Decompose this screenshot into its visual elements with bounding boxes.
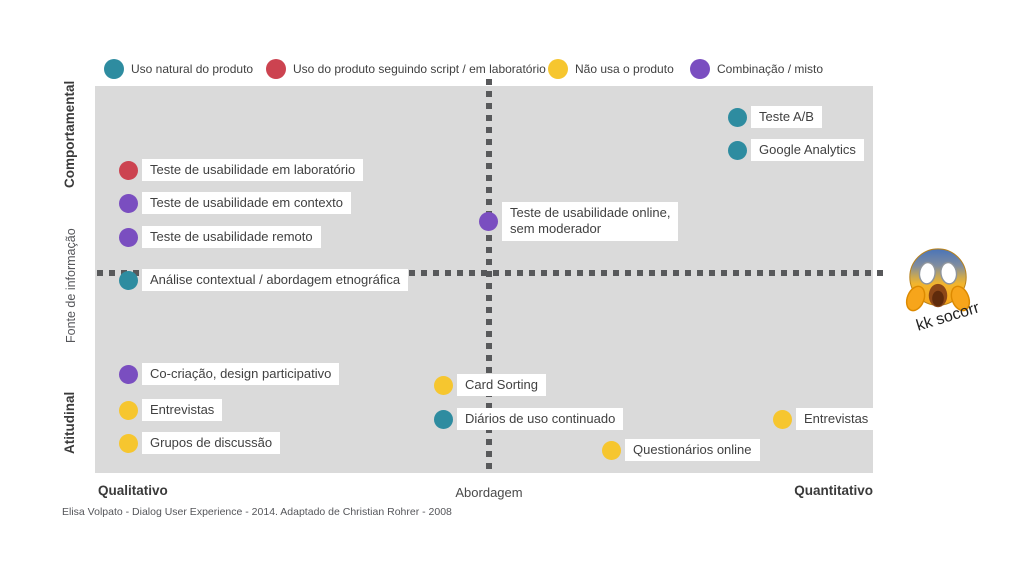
legend-item: Combinação / misto: [690, 58, 823, 80]
method-label: Google Analytics: [751, 139, 864, 162]
legend-label: Não usa o produto: [575, 62, 674, 76]
method-dot: [119, 433, 138, 453]
legend-dot-mixed: [690, 59, 710, 79]
method-item-context-usability-test: Teste de usabilidade em contexto: [119, 192, 351, 215]
method-label: Card Sorting: [457, 374, 546, 397]
method-label: Teste A/B: [751, 106, 822, 129]
axis-label-information-source: Fonte de informação: [64, 228, 78, 343]
method-dot: [728, 107, 747, 127]
method-item-ab-test: Teste A/B: [728, 106, 822, 129]
legend-dot-scripted-use: [266, 59, 286, 79]
legend-item: Não usa o produto: [548, 58, 674, 80]
method-label: Grupos de discussão: [142, 432, 281, 455]
method-item-interviews-right: Entrevistas: [773, 408, 877, 431]
method-item-interviews-left: Entrevistas: [119, 399, 223, 422]
method-item-contextual-analysis: Análise contextual / abordagem etnográfi…: [119, 269, 409, 292]
method-item-google-analytics: Google Analytics: [728, 139, 864, 162]
method-dot: [602, 440, 621, 460]
method-item-online-surveys: Questionários online: [602, 439, 760, 462]
method-label: Entrevistas: [142, 399, 223, 422]
method-dot: [119, 364, 138, 384]
attribution-text: Elisa Volpato - Dialog User Experience -…: [62, 506, 452, 518]
method-item-online-unmoderated-usability-test: Teste de usabilidade online, sem moderad…: [479, 202, 679, 241]
method-dot: [728, 140, 747, 160]
legend-label: Uso do produto seguindo script / em labo…: [293, 62, 546, 76]
axis-label-qualitative: Qualitativo: [98, 483, 168, 498]
axis-label-approach: Abordagem: [455, 485, 523, 500]
legend-dot-natural-use: [104, 59, 124, 79]
method-dot: [434, 409, 453, 429]
method-label: Teste de usabilidade remoto: [142, 226, 321, 249]
method-dot: [479, 211, 498, 231]
method-item-card-sorting: Card Sorting: [434, 374, 546, 397]
method-label: Diários de uso continuado: [457, 408, 624, 431]
method-dot: [119, 160, 138, 180]
method-dot: [119, 400, 138, 420]
method-dot: [434, 375, 453, 395]
method-label: Teste de usabilidade online, sem moderad…: [502, 202, 679, 241]
method-dot: [119, 270, 138, 290]
method-item-lab-usability-test: Teste de usabilidade em laboratório: [119, 159, 364, 182]
method-label: Análise contextual / abordagem etnográfi…: [142, 269, 409, 292]
method-item-diary-studies: Diários de uso continuado: [434, 408, 624, 431]
method-item-focus-groups: Grupos de discussão: [119, 432, 281, 455]
method-dot: [773, 409, 792, 429]
method-dot: [119, 227, 138, 247]
axis-label-quantitative: Quantitativo: [794, 483, 873, 498]
axis-label-attitudinal: Atitudinal: [62, 391, 77, 455]
legend-item: Uso natural do produto: [104, 58, 253, 80]
method-label: Entrevistas: [796, 408, 877, 431]
method-label: Questionários online: [625, 439, 760, 462]
method-label: Co-criação, design participativo: [142, 363, 340, 386]
legend-item: Uso do produto seguindo script / em labo…: [266, 58, 546, 80]
method-item-cocreation: Co-criação, design participativo: [119, 363, 340, 386]
screaming-face-emoji: [905, 248, 971, 312]
legend-label: Combinação / misto: [717, 62, 824, 76]
method-label: Teste de usabilidade em laboratório: [142, 159, 364, 182]
method-dot: [119, 193, 138, 213]
method-label: Teste de usabilidade em contexto: [142, 192, 351, 215]
legend-dot-no-use: [548, 59, 568, 79]
legend-label: Uso natural do produto: [131, 62, 254, 76]
method-item-remote-usability-test: Teste de usabilidade remoto: [119, 226, 321, 249]
horizontal-divider-dashed-line: [97, 270, 885, 276]
axis-label-behavioral: Comportamental: [62, 80, 77, 188]
